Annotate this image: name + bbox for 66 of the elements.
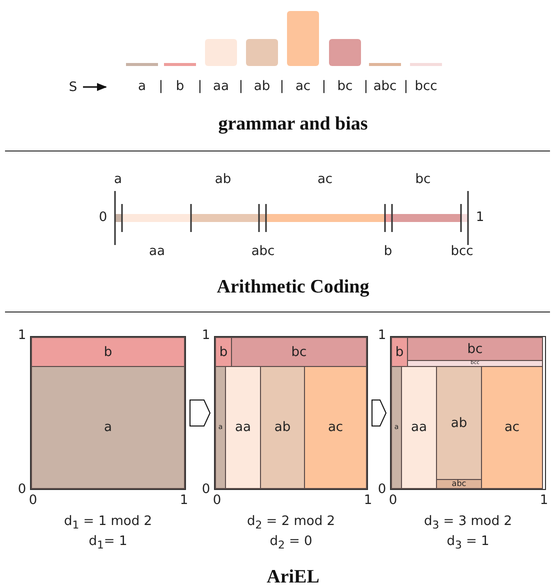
- symbol-label: ac: [317, 172, 333, 188]
- symbol-label: aa: [149, 244, 165, 260]
- axis-tick-label: 1: [202, 328, 210, 344]
- section-title: grammar and bias: [218, 114, 368, 136]
- axis-tick-label: 0: [212, 494, 222, 508]
- symbol-label: ac: [295, 80, 311, 94]
- symbol-label: ab: [254, 80, 270, 94]
- symbol-label: |: [198, 80, 202, 94]
- symbol-label: b: [176, 80, 184, 94]
- axis-tick-label: 1: [540, 494, 548, 508]
- axis-tick-label: 0: [378, 482, 386, 498]
- symbol-label: abc: [373, 80, 397, 94]
- section-title: Arithmetic Coding: [216, 278, 370, 298]
- formula-text: d$_{2}$ = 2 mod 2: [247, 514, 335, 532]
- symbol-label: |: [158, 80, 164, 94]
- axis-tick-label: 0: [28, 494, 38, 508]
- region-box: bc: [231, 337, 367, 367]
- symbol-label: 1: [476, 210, 484, 226]
- formula-text: d$_{2}$ = 0: [270, 534, 312, 552]
- symbol-label: bcc: [450, 244, 474, 260]
- region-box: bc: [407, 337, 543, 361]
- symbol-label: abc: [251, 244, 275, 260]
- arrow: [83, 83, 107, 91]
- formula-text: d$_{3}$ = 3 mod 2: [424, 514, 512, 532]
- axis-tick-label: 1: [378, 328, 386, 344]
- symbol-label: S: [67, 79, 79, 95]
- symbol-label: a: [114, 172, 122, 188]
- square-panel: [214, 336, 368, 490]
- formula-text: d$_{3}$ = 1: [446, 534, 490, 552]
- region-box: ab: [436, 366, 482, 480]
- symbol-label: b: [384, 244, 392, 260]
- symbol-label: a: [138, 80, 146, 94]
- section-title: AriEL: [266, 568, 320, 588]
- region-box: aa: [225, 366, 261, 489]
- region-box: ac: [304, 366, 367, 489]
- symbol-label: bcc: [414, 80, 438, 94]
- axis-tick-label: 0: [202, 482, 210, 498]
- chevron-arrow: [372, 400, 387, 426]
- region-box: ab: [260, 366, 305, 489]
- symbol-label: |: [364, 80, 368, 94]
- symbol-label: ab: [214, 172, 232, 188]
- axis-tick-label: 1: [180, 494, 188, 508]
- region-box: b: [31, 337, 185, 367]
- symbol-label: |: [404, 80, 408, 94]
- symbol-label: bc: [415, 172, 431, 188]
- axis-tick-label: 0: [388, 494, 398, 508]
- symbol-label: |: [280, 80, 284, 94]
- symbol-label: aa: [213, 80, 229, 94]
- region-box: abc: [436, 479, 482, 489]
- square-panel: [390, 336, 546, 490]
- region-box: b: [215, 337, 232, 367]
- region-box: ac: [481, 366, 543, 489]
- region-box: a: [31, 366, 185, 489]
- axis-tick-label: 0: [18, 482, 26, 498]
- square-panel: [30, 336, 186, 490]
- formula-text: d$_{1}$ = 1 mod 2: [64, 514, 152, 532]
- formula-text: d$_{1}$= 1: [88, 534, 128, 552]
- symbol-label: |: [238, 80, 244, 94]
- axis-tick-label: 1: [18, 328, 26, 344]
- symbol-label: 0: [98, 210, 108, 226]
- region-box: b: [391, 337, 408, 367]
- symbol-label: |: [322, 80, 326, 94]
- region-box: aa: [401, 366, 437, 489]
- symbol-label: bc: [337, 80, 353, 94]
- axis-tick-label: 1: [364, 494, 372, 508]
- chevron-arrow: [190, 400, 211, 426]
